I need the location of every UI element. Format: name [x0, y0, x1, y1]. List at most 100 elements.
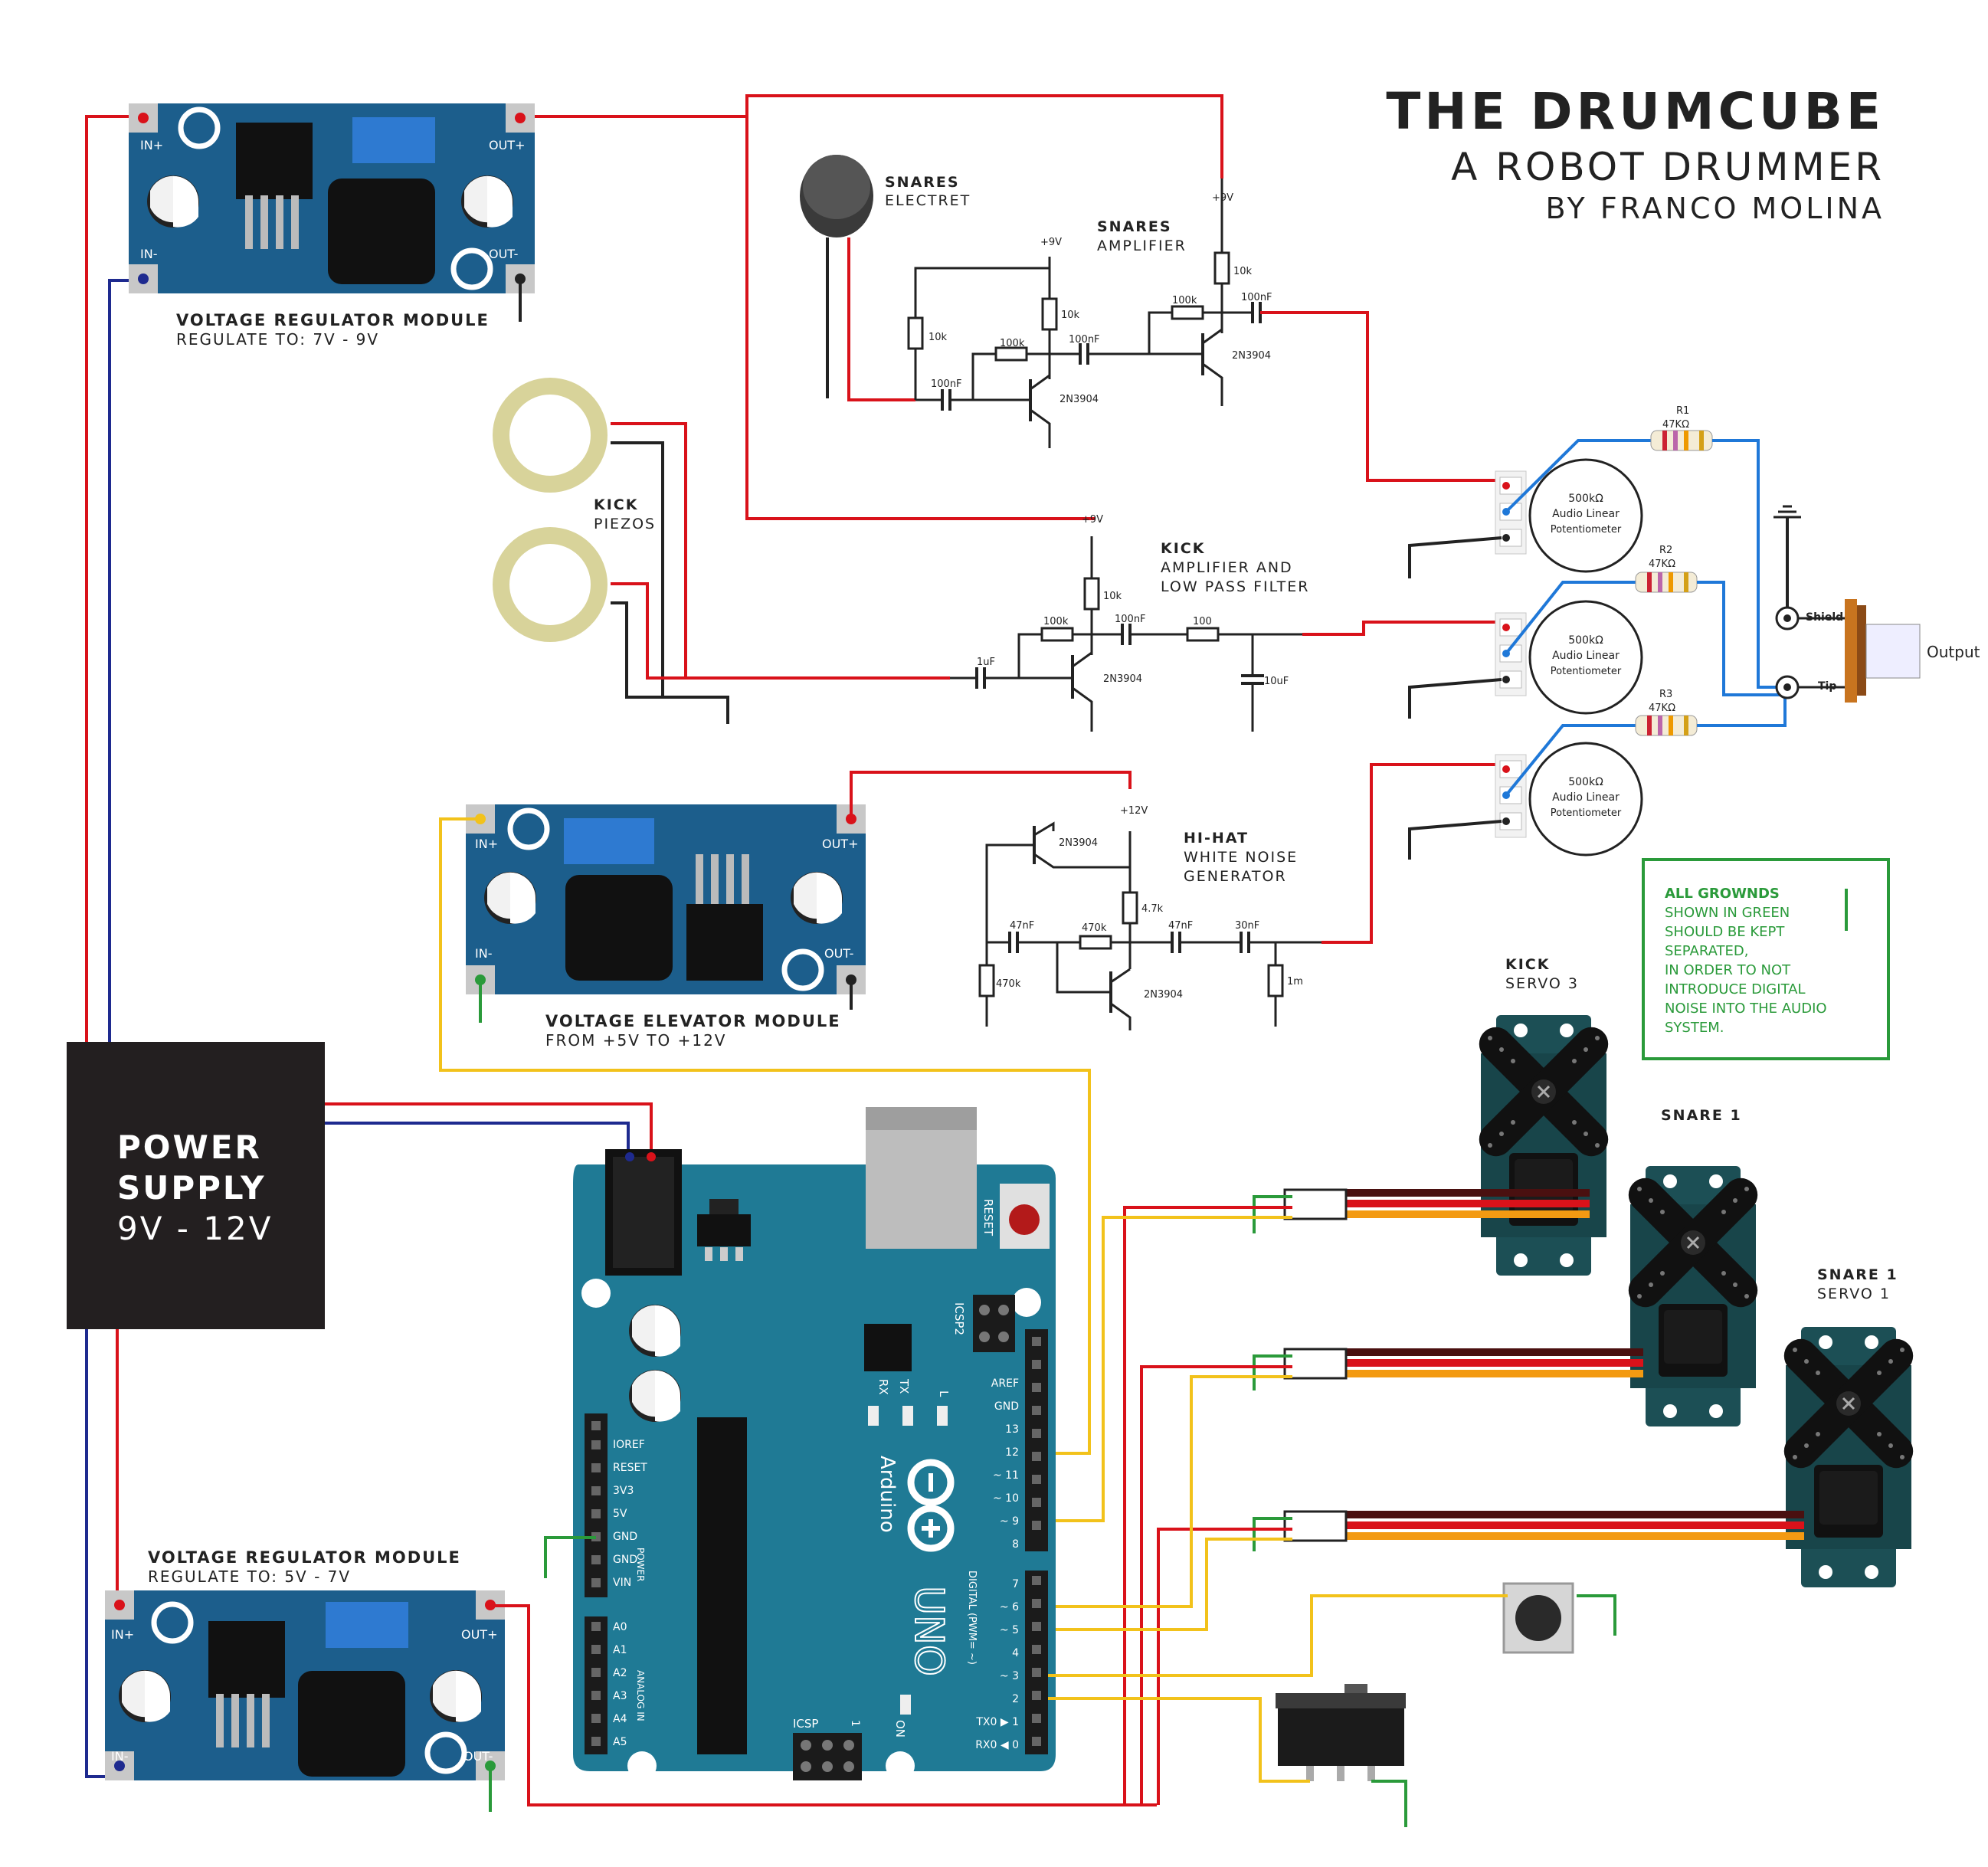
snares-mic-sublabel: ELECTRET	[885, 192, 971, 209]
arduino-pin-label: A3	[613, 1690, 627, 1702]
main-title: THE DRUMCUBE	[1386, 82, 1885, 141]
voltage-elevator-module: IN+ IN- OUT+ OUT-	[466, 804, 866, 994]
arduino-on-label: ON	[893, 1720, 907, 1738]
jack-shield: Shield	[1806, 611, 1843, 624]
voltage-regulator-top: IN+ IN- OUT+ OUT-	[129, 103, 535, 293]
note-line-6: INTRODUCE DIGITAL	[1665, 981, 1806, 997]
arduino-tx-label: TX	[897, 1378, 911, 1394]
ground-icon	[468, 1023, 493, 1047]
pot-1-type2: Potentiometer	[1551, 524, 1622, 536]
pot-ground-wires	[1397, 536, 1502, 884]
reg2-in-plus: IN+	[111, 1627, 134, 1642]
arduino-l-label: L	[937, 1390, 951, 1397]
hihat-c47nf-a: 47nF	[1010, 920, 1034, 932]
r1-value: 47KΩ	[1662, 419, 1689, 431]
servo-snare-2[interactable]	[1572, 1122, 1814, 1426]
arduino-pin-label: A5	[613, 1736, 627, 1748]
kick-c10uf: 10uF	[1264, 676, 1289, 687]
snares-amplifier-circuit	[907, 179, 1502, 482]
voltage-regulator-bottom: IN+ IN- OUT+ OUT-	[105, 1590, 505, 1780]
arduino-icsp-label: ICSP	[793, 1717, 818, 1731]
kick-r100: 100	[1193, 616, 1212, 627]
power-wires	[85, 94, 1223, 1778]
snares-r10k-c: 10k	[1233, 266, 1253, 277]
reg2-in-minus: IN-	[111, 1749, 128, 1764]
kick-9v: +9V	[1082, 514, 1103, 526]
arduino-pin-label: A4	[613, 1713, 627, 1725]
mix-resistors	[1505, 430, 1793, 797]
reg1-subtitle: REGULATE TO: 7V - 9V	[176, 330, 379, 349]
kick-c1uf: 1uF	[977, 657, 995, 668]
hihat-c30nf: 30nF	[1235, 920, 1259, 932]
hihat-r47k: 4.7k	[1141, 903, 1164, 915]
arduino-reset-label: RESET	[981, 1199, 995, 1236]
snares-amp-label: SNARES	[1097, 218, 1172, 235]
elev-title: VOLTAGE ELEVATOR MODULE	[545, 1012, 841, 1030]
elev-out-plus: OUT+	[822, 837, 858, 851]
reg2-subtitle: REGULATE TO: 5V - 7V	[148, 1567, 351, 1586]
slide-switch[interactable]	[1048, 1684, 1418, 1852]
reg2-out-plus: OUT+	[461, 1627, 497, 1642]
note-line-2: SHOWN IN GREEN	[1665, 905, 1790, 921]
reg2-title: VOLTAGE REGULATOR MODULE	[148, 1548, 461, 1567]
servo-kick-label: KICK	[1505, 956, 1550, 973]
kick-piezo-label: KICK	[594, 496, 638, 513]
elev-in-plus: IN+	[475, 837, 498, 851]
servo-kick-sublabel: SERVO 3	[1505, 975, 1579, 992]
power-supply-label-1: POWER	[117, 1128, 262, 1166]
hihat-q1: 2N3904	[1059, 837, 1098, 849]
kick-piezo-sublabel: PIEZOS	[594, 516, 656, 532]
potentiometer-2[interactable]: 500kΩ Audio Linear Potentiometer	[1495, 600, 1643, 715]
ground-icon	[533, 1578, 558, 1603]
servo-snare-1[interactable]	[1728, 1282, 1970, 1587]
potentiometer-3[interactable]: 500kΩ Audio Linear Potentiometer	[1495, 742, 1643, 857]
arduino-power-label: POWER	[635, 1548, 646, 1581]
hihat-sublabel-2: GENERATOR	[1184, 868, 1287, 885]
note-line-8: SYSTEM.	[1665, 1020, 1724, 1036]
arduino-icsp-pin1: 1	[849, 1720, 861, 1727]
power-supply-label-2: SUPPLY	[117, 1169, 267, 1207]
hihat-noise-circuit	[974, 763, 1502, 1055]
note-line-1: ALL GROWNDS	[1665, 886, 1780, 902]
reg2-out-minus: OUT-	[463, 1749, 493, 1764]
snares-q1: 2N3904	[1060, 394, 1099, 405]
servo-kick[interactable]	[1423, 971, 1665, 1276]
arduino-model: UNO	[906, 1586, 951, 1676]
jack-output: Output	[1927, 643, 1980, 661]
r1-name: R1	[1676, 405, 1689, 417]
arduino-pin-label: ~ 6	[1000, 1601, 1019, 1613]
arduino-pin-label: ~ 3	[1000, 1670, 1019, 1682]
arduino-uno-board	[573, 1107, 1056, 1780]
pot-3-value: 500kΩ	[1568, 776, 1603, 788]
snares-c100nf-a: 100nF	[931, 378, 962, 390]
snares-9v-a: +9V	[1040, 237, 1062, 248]
potentiometer-1[interactable]: 500kΩ Audio Linear Potentiometer	[1495, 458, 1643, 573]
arduino-pin-label: ~ 11	[993, 1469, 1019, 1482]
pot-3-type2: Potentiometer	[1551, 807, 1622, 819]
elev-subtitle: FROM +5V TO +12V	[545, 1031, 726, 1050]
arduino-pin-label: RX0 ◀ 0	[975, 1739, 1019, 1751]
kick-c100nf: 100nF	[1115, 614, 1146, 625]
snares-r100k-a: 100k	[1000, 338, 1025, 349]
note-line-7: NOISE INTO THE AUDIO	[1665, 1001, 1827, 1017]
hihat-q2: 2N3904	[1144, 989, 1183, 1001]
snares-amp-sublabel: AMPLIFIER	[1097, 237, 1187, 254]
arduino-pin-label: 4	[1012, 1647, 1019, 1659]
push-button[interactable]	[1048, 1582, 1627, 1677]
arduino-pin-label: 2	[1012, 1693, 1019, 1705]
reg1-in-plus: IN+	[140, 138, 163, 152]
power-supply: POWER SUPPLY 9V - 12V	[67, 1042, 325, 1329]
grounds-note: ALL GROWNDS SHOWN IN GREEN SHOULD BE KEP…	[1642, 858, 1890, 1060]
arduino-pin-label: 8	[1012, 1538, 1019, 1551]
ground-icon	[478, 1812, 503, 1836]
pot-2-value: 500kΩ	[1568, 634, 1603, 647]
arduino-pin-label: TX0 ▶ 1	[975, 1716, 1019, 1728]
servo-snare2-label: SNARE 1	[1661, 1107, 1742, 1124]
note-line-3: SHOULD BE KEPT	[1665, 924, 1785, 940]
hihat-r470k-a: 470k	[1082, 922, 1107, 934]
arduino-pin-label: 12	[1005, 1446, 1019, 1459]
arduino-icsp2-label: ICSP2	[952, 1302, 966, 1335]
